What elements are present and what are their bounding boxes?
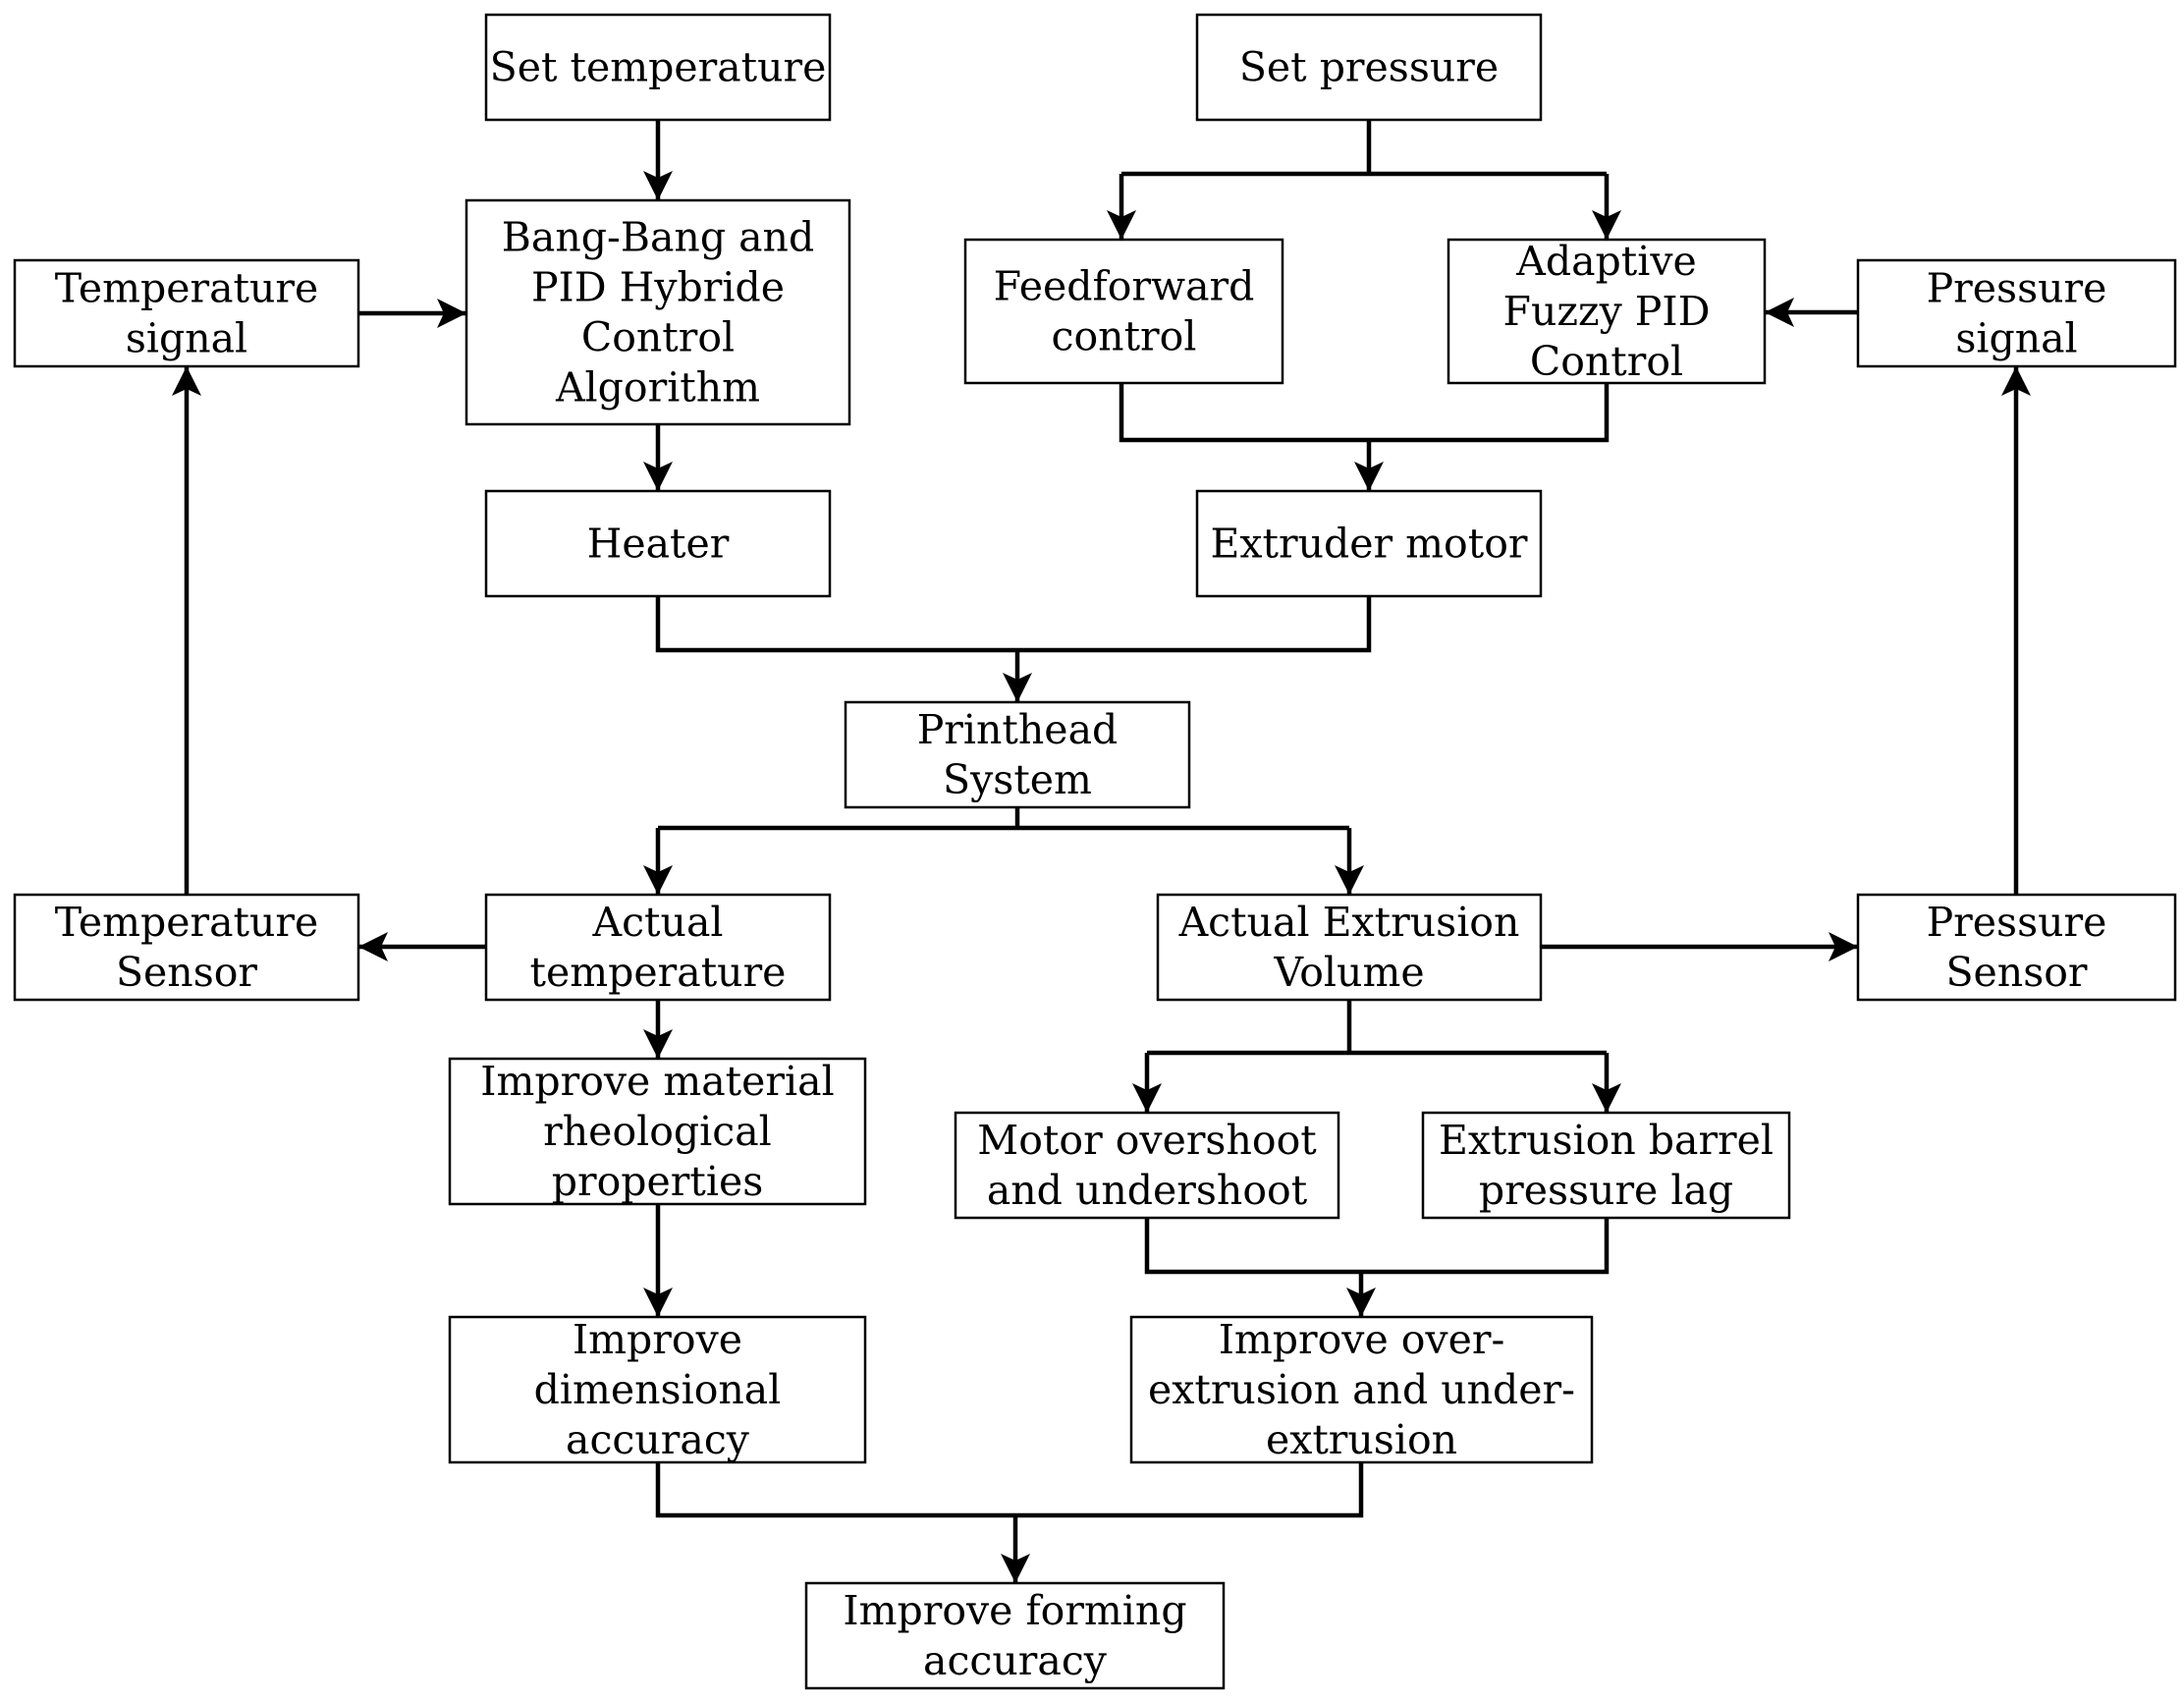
node-box xyxy=(963,238,1284,385)
node-box xyxy=(1156,893,1543,1002)
node-box xyxy=(844,700,1191,809)
node-label-line: signal xyxy=(1955,315,2077,362)
node-label-line: PID Hybride xyxy=(531,264,785,311)
connectors xyxy=(172,120,2031,1583)
node-box xyxy=(1856,893,2177,1002)
node-set-temperature: Set temperature xyxy=(484,13,832,122)
node-box xyxy=(484,489,832,598)
node-label-line: Control xyxy=(581,314,735,361)
node-label-line: Extruder motor xyxy=(1211,521,1528,568)
node-label-line: System xyxy=(943,756,1092,803)
node-label-line: Actual Extrusion xyxy=(1178,899,1520,946)
node-label-line: Algorithm xyxy=(555,364,760,412)
node-label-line: pressure lag xyxy=(1479,1167,1733,1214)
node-label-line: temperature xyxy=(530,949,787,996)
node-label-line: accuracy xyxy=(923,1637,1108,1684)
node-label-line: Improve material xyxy=(480,1058,834,1105)
line-actuators-merge xyxy=(655,596,1372,653)
node-improve-extrusion: Improve over-extrusion and under-extrusi… xyxy=(1129,1315,1594,1464)
node-label-line: Adaptive xyxy=(1515,238,1697,285)
node-label-line: Fuzzy PID xyxy=(1503,288,1711,335)
node-heater: Heater xyxy=(484,489,832,598)
node-label-line: control xyxy=(1052,313,1197,360)
node-box xyxy=(1421,1111,1791,1220)
node-label-line: Temperature xyxy=(55,265,319,312)
node-box xyxy=(954,1111,1340,1220)
node-box xyxy=(464,198,851,426)
node-box xyxy=(484,893,832,1002)
node-box xyxy=(1195,489,1543,598)
node-label-line: Pressure xyxy=(1927,899,2107,946)
node-box xyxy=(1129,1315,1594,1464)
node-label-line: Control xyxy=(1530,338,1683,385)
node-label-line: Improve xyxy=(573,1316,742,1363)
node-label-line: and undershoot xyxy=(987,1167,1308,1214)
node-label-line: Extrusion barrel xyxy=(1439,1117,1774,1164)
node-label-line: Improve forming xyxy=(843,1587,1186,1634)
line-controllers-merge xyxy=(1119,383,1610,443)
node-box xyxy=(13,258,360,368)
node-box xyxy=(1195,13,1543,122)
node-label-line: Set temperature xyxy=(490,44,827,91)
node-label-line: Sensor xyxy=(116,949,257,996)
node-box xyxy=(804,1581,1226,1690)
node-box xyxy=(1447,238,1767,385)
node-label-line: Sensor xyxy=(1945,949,2087,996)
node-box xyxy=(448,1057,867,1206)
node-set-pressure: Set pressure xyxy=(1195,13,1543,122)
node-label-line: Temperature xyxy=(55,899,319,946)
node-label-line: Printhead xyxy=(917,706,1119,753)
node-label-line: Motor overshoot xyxy=(977,1117,1317,1164)
node-label-line: extrusion xyxy=(1266,1416,1457,1463)
node-label-line: Pressure xyxy=(1927,265,2107,312)
line-improvements-merge xyxy=(655,1462,1364,1518)
node-label-line: Actual xyxy=(591,899,723,946)
node-label-line: accuracy xyxy=(566,1416,750,1463)
node-box xyxy=(1856,258,2177,368)
node-label-line: Improve over- xyxy=(1219,1316,1505,1363)
node-label-line: Volume xyxy=(1273,949,1424,996)
node-label-line: Feedforward xyxy=(994,263,1255,310)
node-label-line: extrusion and under- xyxy=(1148,1366,1575,1413)
node-box xyxy=(448,1315,867,1464)
line-issues-merge xyxy=(1144,1218,1610,1275)
node-label-line: rheological xyxy=(543,1108,772,1155)
node-extruder-motor: Extruder motor xyxy=(1195,489,1543,598)
node-label-line: Set pressure xyxy=(1239,44,1499,91)
node-label-line: Bang-Bang and xyxy=(502,214,814,261)
node-label-line: dimensional xyxy=(534,1366,782,1413)
node-label-line: signal xyxy=(126,315,247,362)
node-box xyxy=(13,893,360,1002)
node-label-line: properties xyxy=(552,1158,764,1205)
node-box xyxy=(484,13,832,122)
node-label-line: Heater xyxy=(587,521,730,568)
